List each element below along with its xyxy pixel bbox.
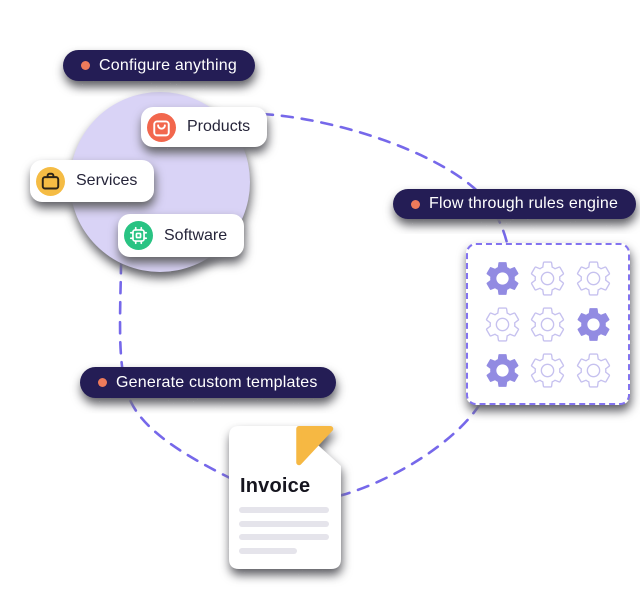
shopping-bag-icon <box>147 112 176 142</box>
invoice-title: Invoice <box>240 475 311 497</box>
software-pill: Software <box>118 214 245 257</box>
invoice-document: Invoice <box>229 426 341 569</box>
bullet-dot-icon <box>81 61 90 70</box>
gear-icon <box>571 347 616 393</box>
badge-label: Generate custom templates <box>116 373 318 391</box>
badge-label: Flow through rules engine <box>429 195 619 212</box>
gear-icon <box>480 347 525 393</box>
bullet-dot-icon <box>98 378 107 387</box>
text-line <box>239 547 297 554</box>
services-pill: Services <box>30 160 155 202</box>
pill-label: Services <box>76 172 138 189</box>
configure-anything-badge: Configure anything <box>63 50 255 81</box>
briefcase-icon <box>36 166 65 196</box>
rules-engine-grid <box>466 243 630 405</box>
rules-engine-badge: Flow through rules engine <box>393 189 637 219</box>
bullet-dot-icon <box>411 199 420 209</box>
text-line <box>239 520 329 527</box>
text-line <box>239 507 329 513</box>
badge-label: Configure anything <box>99 56 237 74</box>
gear-icon <box>571 255 616 301</box>
text-line <box>239 534 329 540</box>
pill-label: Products <box>187 118 251 135</box>
gear-icon <box>525 301 570 347</box>
chip-icon <box>124 221 153 250</box>
products-pill: Products <box>141 107 268 147</box>
generate-templates-badge: Generate custom templates <box>80 367 336 398</box>
gear-icon <box>525 255 570 301</box>
gear-icon <box>571 301 616 347</box>
invoice-text-lines <box>239 507 331 561</box>
gear-icon <box>480 301 525 347</box>
gear-icon <box>525 347 570 393</box>
gear-icon <box>480 255 525 301</box>
pill-label: Software <box>164 226 228 244</box>
